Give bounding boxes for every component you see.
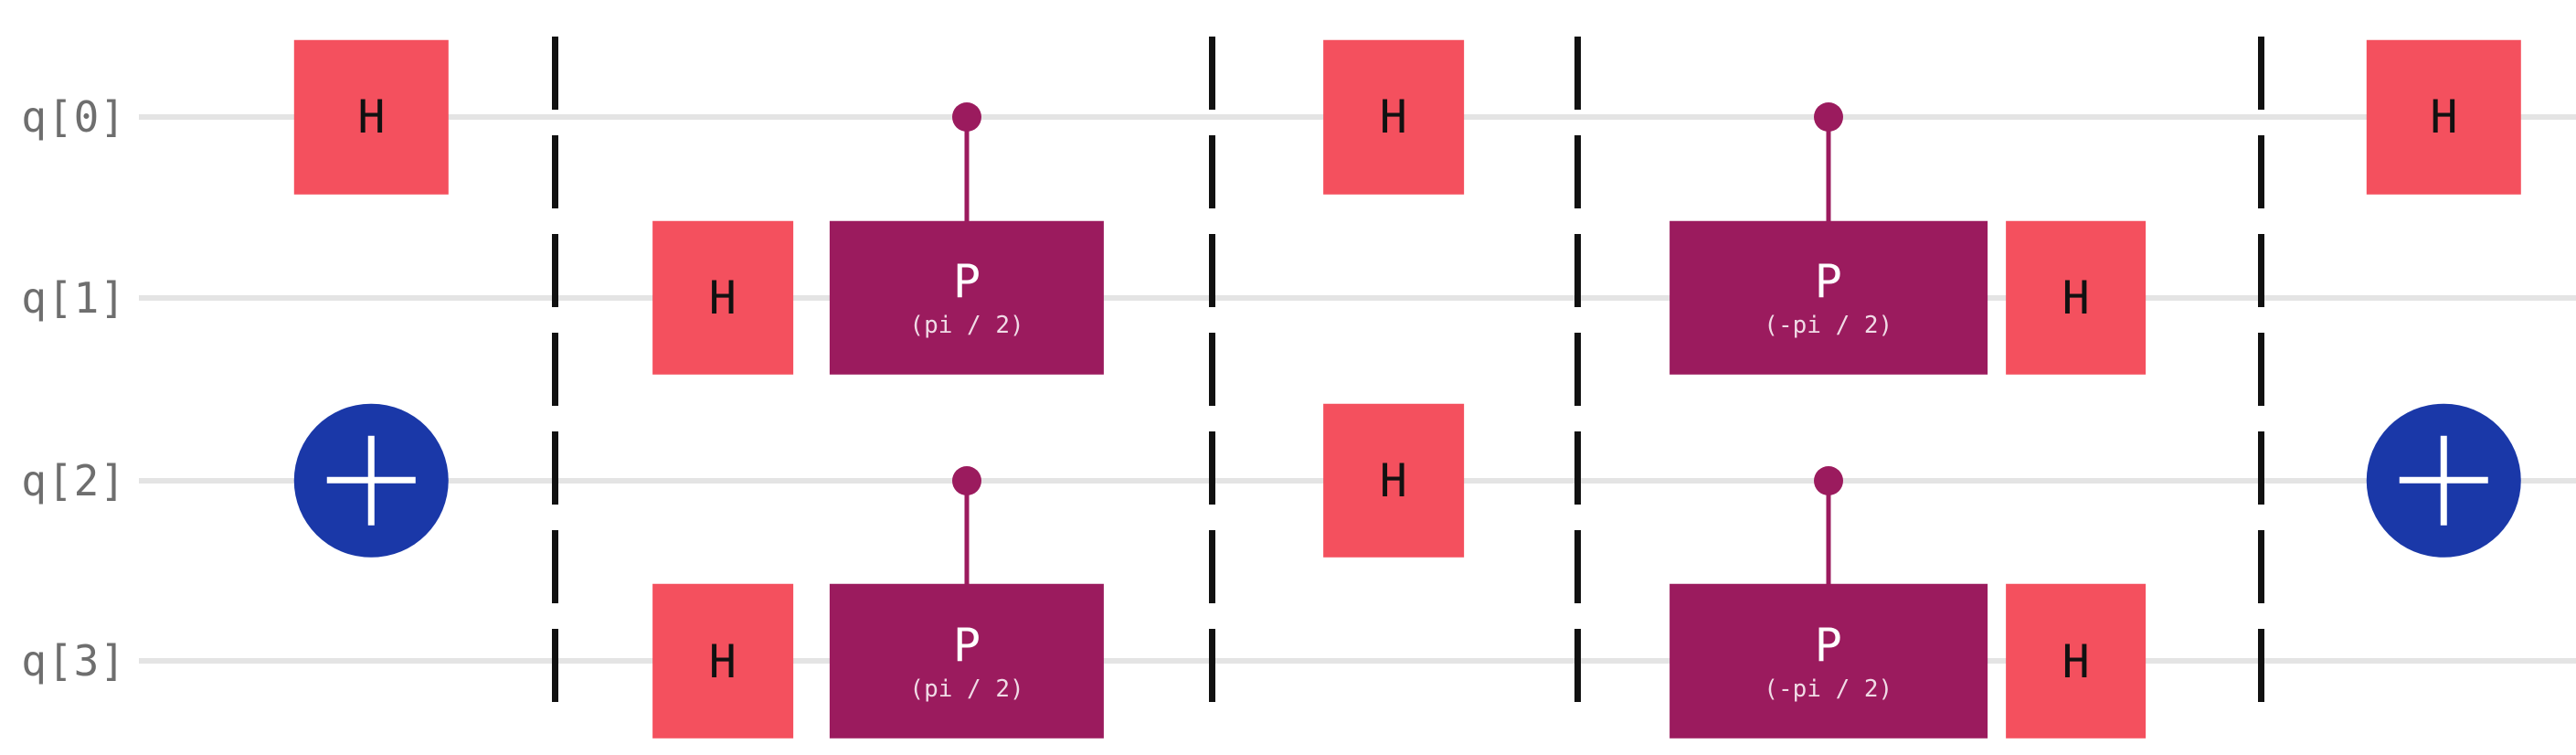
qubit-wire-3: [139, 658, 2576, 665]
gate-parameter: (-pi / 2): [1764, 311, 1893, 339]
control-line-8: [1826, 117, 1831, 298]
gate-label: P: [1814, 618, 1842, 672]
gate-p-q3[interactable]: P (-pi / 2): [1669, 584, 1988, 739]
control-line-9: [1826, 480, 1831, 662]
circuit-barrier-2: [1209, 37, 1216, 718]
gate-label: P: [952, 254, 981, 308]
gate-label: H: [357, 90, 386, 144]
gate-p-q1[interactable]: P (pi / 2): [829, 220, 1105, 376]
gate-label: H: [1379, 453, 1407, 507]
gate-label: P: [1814, 254, 1842, 308]
gate-h-q2[interactable]: H: [1322, 403, 1464, 558]
circuit-barrier-1: [552, 37, 559, 718]
gate-label: H: [2062, 271, 2090, 324]
gate-label: H: [2062, 634, 2090, 688]
gate-label: H: [708, 634, 737, 688]
gate-label: H: [2430, 90, 2458, 144]
gate-h-q3[interactable]: H: [652, 584, 793, 739]
gate-p-q1[interactable]: P (-pi / 2): [1669, 220, 1988, 376]
qubit-label-1: q[1]: [21, 273, 126, 323]
control-dot-q0[interactable]: [1813, 102, 1843, 133]
gate-h-q1[interactable]: H: [652, 220, 793, 376]
qubit-label-3: q[3]: [21, 636, 126, 686]
gate-h-q0[interactable]: H: [294, 39, 449, 195]
circuit-barrier-4: [2258, 37, 2265, 718]
gate-x-q2[interactable]: [2367, 403, 2521, 558]
control-dot-q0[interactable]: [952, 102, 982, 133]
gate-p-q3[interactable]: P (pi / 2): [829, 584, 1105, 739]
gate-label: P: [952, 618, 981, 672]
gate-parameter: (pi / 2): [909, 675, 1024, 703]
plus-icon-horizontal: [2399, 477, 2489, 484]
gate-h-q1[interactable]: H: [2005, 220, 2147, 376]
gate-h-q3[interactable]: H: [2005, 584, 2147, 739]
qubit-label-0: q[0]: [21, 92, 126, 143]
gate-parameter: (-pi / 2): [1764, 675, 1893, 703]
qubit-wire-1: [139, 295, 2576, 301]
plus-icon-horizontal: [326, 477, 417, 484]
gate-x-q2[interactable]: [294, 403, 449, 558]
control-dot-q2[interactable]: [1813, 465, 1843, 495]
control-dot-q2[interactable]: [952, 465, 982, 495]
gate-parameter: (pi / 2): [909, 311, 1024, 339]
circuit-barrier-3: [1574, 37, 1581, 718]
gate-h-q0[interactable]: H: [1322, 39, 1464, 195]
gate-label: H: [708, 271, 737, 324]
control-line-5: [964, 480, 970, 662]
control-line-4: [964, 117, 970, 298]
gate-label: H: [1379, 90, 1407, 144]
qubit-label-2: q[2]: [21, 455, 126, 505]
gate-h-q0[interactable]: H: [2367, 39, 2521, 195]
